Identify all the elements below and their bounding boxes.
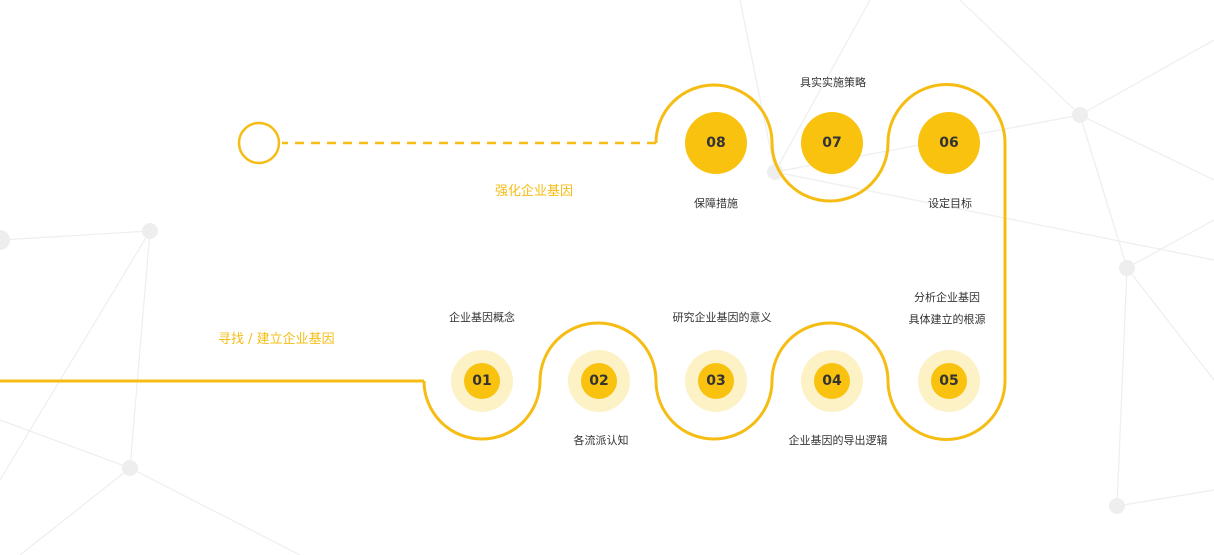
step-label-01: 企业基因概念 bbox=[449, 311, 515, 324]
step-node-02: 02 bbox=[568, 350, 630, 412]
step-number-05: 05 bbox=[931, 363, 967, 399]
step-label-08: 保障措施 bbox=[694, 197, 738, 210]
step-label-05: 分析企业基因 具体建立的根源 bbox=[909, 287, 986, 331]
step-node-05: 05 bbox=[918, 350, 980, 412]
step-label-05-line2: 具体建立的根源 bbox=[908, 313, 986, 326]
step-label-03: 研究企业基因的意义 bbox=[672, 311, 772, 324]
section-label-bottom: 寻找 / 建立企业基因 bbox=[218, 332, 335, 347]
step-number-01: 01 bbox=[464, 363, 500, 399]
step-number-03: 03 bbox=[698, 363, 734, 399]
process-path bbox=[0, 83, 1007, 441]
step-node-01: 01 bbox=[451, 350, 513, 412]
step-label-07: 具实实施策略 bbox=[800, 76, 866, 89]
step-node-07: 07 bbox=[801, 112, 863, 174]
step-node-06: 06 bbox=[918, 112, 980, 174]
step-node-03: 03 bbox=[685, 350, 747, 412]
step-number-02: 02 bbox=[581, 363, 617, 399]
step-label-02: 各流派认知 bbox=[573, 434, 629, 447]
step-number-04: 04 bbox=[814, 363, 850, 399]
step-label-04: 企业基因的导出逻辑 bbox=[788, 434, 888, 447]
step-label-05-line1: 分析企业基因 bbox=[914, 291, 980, 304]
step-node-08: 08 bbox=[685, 112, 747, 174]
step-label-06: 设定目标 bbox=[928, 197, 972, 210]
section-label-top: 强化企业基因 bbox=[495, 184, 574, 199]
step-node-04: 04 bbox=[801, 350, 863, 412]
